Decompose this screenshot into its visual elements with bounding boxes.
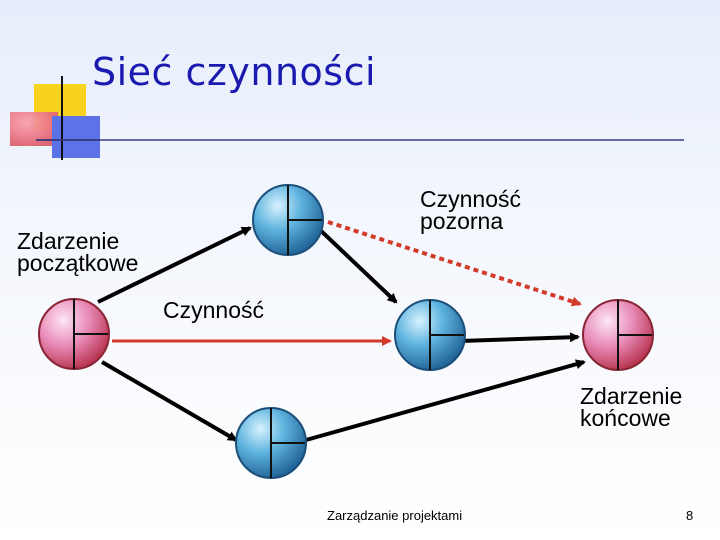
end-event-node bbox=[582, 299, 654, 371]
arrow-bottom-to-end bbox=[305, 359, 586, 442]
end-event-label: Zdarzenie końcowe bbox=[580, 383, 683, 431]
arrow-start-to-top bbox=[97, 226, 252, 304]
slide-title: Sieć czynności bbox=[92, 50, 377, 94]
activity-label: Czynność bbox=[163, 297, 264, 323]
event-node-bottom bbox=[235, 407, 307, 479]
page-number: 8 bbox=[686, 508, 694, 523]
arrow-start-to-bottom bbox=[100, 360, 238, 442]
footer-text: Zarządzanie projektami bbox=[327, 508, 463, 523]
arrow-top-to-middle bbox=[316, 226, 398, 304]
dummy-activity-label: Czynność pozorna bbox=[420, 186, 521, 234]
arrow-middle-to-end bbox=[459, 332, 580, 343]
event-node-middle bbox=[394, 299, 466, 371]
start-event-node bbox=[38, 298, 110, 370]
logo-blocks-decoration bbox=[10, 76, 100, 160]
arrow-dummy-activity bbox=[327, 220, 582, 307]
event-node-top bbox=[252, 184, 324, 256]
start-event-label: Zdarzenie początkowe bbox=[17, 228, 139, 276]
